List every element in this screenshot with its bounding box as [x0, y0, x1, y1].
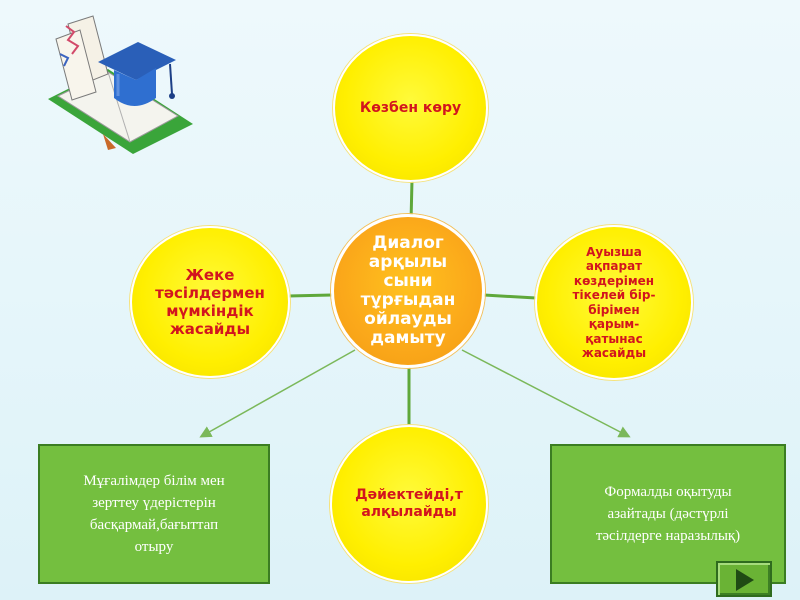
node-left: Жеке тәсілдермен мүмкіндік жасайды: [130, 226, 290, 378]
connector-right: [483, 293, 537, 300]
node-center: Диалог арқылы сыни тұрғыдан ойлауды дамы…: [331, 214, 485, 368]
node-left-text: Жеке тәсілдермен мүмкіндік жасайды: [155, 266, 265, 338]
node-bottom-text: Дәйектейді,т алқылайды: [355, 487, 463, 520]
arrow-to-right-box: [461, 349, 631, 438]
node-right-text: Ауызша ақпарат көздерімен тікелей бір- б…: [572, 244, 656, 361]
node-top: Көзбен көру: [333, 34, 488, 182]
next-slide-button[interactable]: [716, 561, 772, 597]
node-top-text: Көзбен көру: [359, 99, 462, 116]
box-left-text: Мұғалімдер білім мен зерттеу үдерістерін…: [83, 473, 225, 555]
node-right: Ауызша ақпарат көздерімен тікелей бір- б…: [535, 225, 693, 380]
connector-left: [287, 293, 333, 298]
arrow-to-left-box: [199, 349, 356, 438]
graduation-cap-book-icon: [48, 15, 193, 154]
play-triangle-icon: [736, 569, 754, 591]
node-bottom: Дәйектейді,т алқылайды: [330, 425, 488, 583]
box-right: Формалды оқытуды азайтады (дәстүрлі тәсі…: [550, 444, 786, 584]
node-center-text: Диалог арқылы сыни тұрғыдан ойлауды дамы…: [360, 233, 456, 348]
box-right-text: Формалды оқытуды азайтады (дәстүрлі тәсі…: [595, 484, 741, 544]
box-left: Мұғалімдер білім мен зерттеу үдерістерін…: [38, 444, 270, 584]
